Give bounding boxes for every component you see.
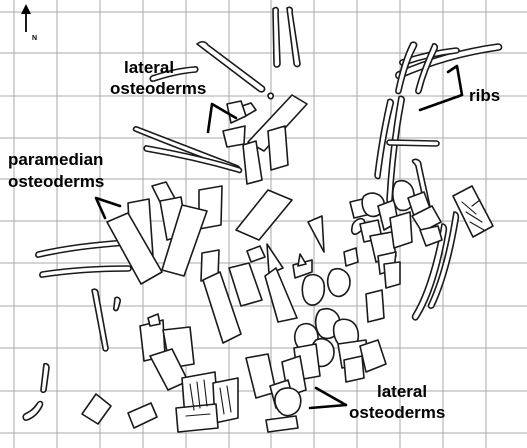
osteoderms-upper xyxy=(222,92,308,185)
leader-lateral-bottom xyxy=(308,386,348,410)
rib xyxy=(395,41,418,95)
osteoderm xyxy=(419,225,443,247)
osteoderm xyxy=(106,212,163,285)
rib xyxy=(272,6,281,68)
osteoderm xyxy=(267,92,274,100)
label-lateral-top-line1: lateral xyxy=(124,58,174,77)
osteoderms-lower xyxy=(81,308,387,433)
rib xyxy=(149,66,199,82)
osteoderm xyxy=(274,387,302,417)
osteoderm xyxy=(242,140,263,185)
ribs-left-cluster xyxy=(22,6,301,421)
rib xyxy=(286,6,301,68)
rib xyxy=(196,40,266,93)
texture-line xyxy=(461,201,477,215)
osteoderm xyxy=(365,289,385,323)
osteoderm xyxy=(246,245,266,263)
texture-line xyxy=(465,211,483,223)
rib xyxy=(35,239,132,258)
osteoderm xyxy=(222,125,246,148)
rib xyxy=(411,223,448,321)
osteoderm xyxy=(175,403,219,433)
rib xyxy=(91,288,109,352)
label-lateral-top-line2: osteoderms xyxy=(110,79,206,98)
rib xyxy=(39,265,132,278)
label-lateral-bottom-line2: osteoderms xyxy=(349,403,445,422)
texture-line xyxy=(203,379,208,407)
osteoderm xyxy=(343,247,359,267)
osteoderm xyxy=(267,125,289,171)
texture-line xyxy=(196,381,201,409)
rib xyxy=(22,400,44,421)
osteoderm xyxy=(202,271,242,344)
osteoderm xyxy=(297,253,307,267)
north-label: N xyxy=(32,35,37,42)
rib xyxy=(40,362,50,394)
label-lateral-bottom-line1: lateral xyxy=(377,382,427,401)
leader-paramedian xyxy=(94,196,122,220)
osteoderm xyxy=(265,415,299,433)
label-ribs: ribs xyxy=(469,86,500,105)
osteoderm xyxy=(343,355,365,383)
osteoderm xyxy=(411,205,442,233)
labels: lateral osteoderms paramedian osteoderms… xyxy=(8,58,500,422)
rib xyxy=(143,145,243,174)
osteoderm xyxy=(307,215,325,253)
osteoderm xyxy=(247,94,308,152)
rib xyxy=(374,98,394,180)
texture-line xyxy=(471,199,481,207)
osteoderms-right xyxy=(326,179,494,323)
label-paramedian-line1: paramedian xyxy=(8,150,103,169)
osteoderm xyxy=(359,339,387,373)
texture-line xyxy=(185,413,211,417)
rib xyxy=(113,296,121,312)
osteoderm xyxy=(326,267,351,298)
rib xyxy=(415,43,439,95)
osteoderm xyxy=(127,402,158,429)
north-arrow: N xyxy=(21,4,37,42)
texture-line xyxy=(226,385,232,413)
leader-lines xyxy=(94,64,464,410)
osteoderm-texture xyxy=(185,199,485,417)
osteoderm xyxy=(389,211,413,249)
leader-lateral-top xyxy=(206,102,238,134)
osteoderm xyxy=(226,100,247,124)
ribs-right-cluster xyxy=(350,41,503,321)
leader-ribs xyxy=(418,64,464,112)
osteoderm xyxy=(264,267,298,323)
osteoderm xyxy=(147,313,161,327)
rib xyxy=(427,211,460,309)
texture-line xyxy=(219,387,225,415)
texture-line xyxy=(189,383,195,411)
osteoderm xyxy=(235,189,293,241)
osteoderm xyxy=(301,273,326,306)
osteoderm xyxy=(81,393,112,425)
label-paramedian-line2: osteoderms xyxy=(8,172,104,191)
osteoderm xyxy=(161,204,208,277)
osteoderm xyxy=(383,261,401,289)
osteoderm xyxy=(228,262,263,307)
rib xyxy=(386,139,440,147)
osteoderms-paramedian xyxy=(106,181,326,344)
texture-line xyxy=(469,221,485,231)
north-arrow-head xyxy=(21,4,31,14)
